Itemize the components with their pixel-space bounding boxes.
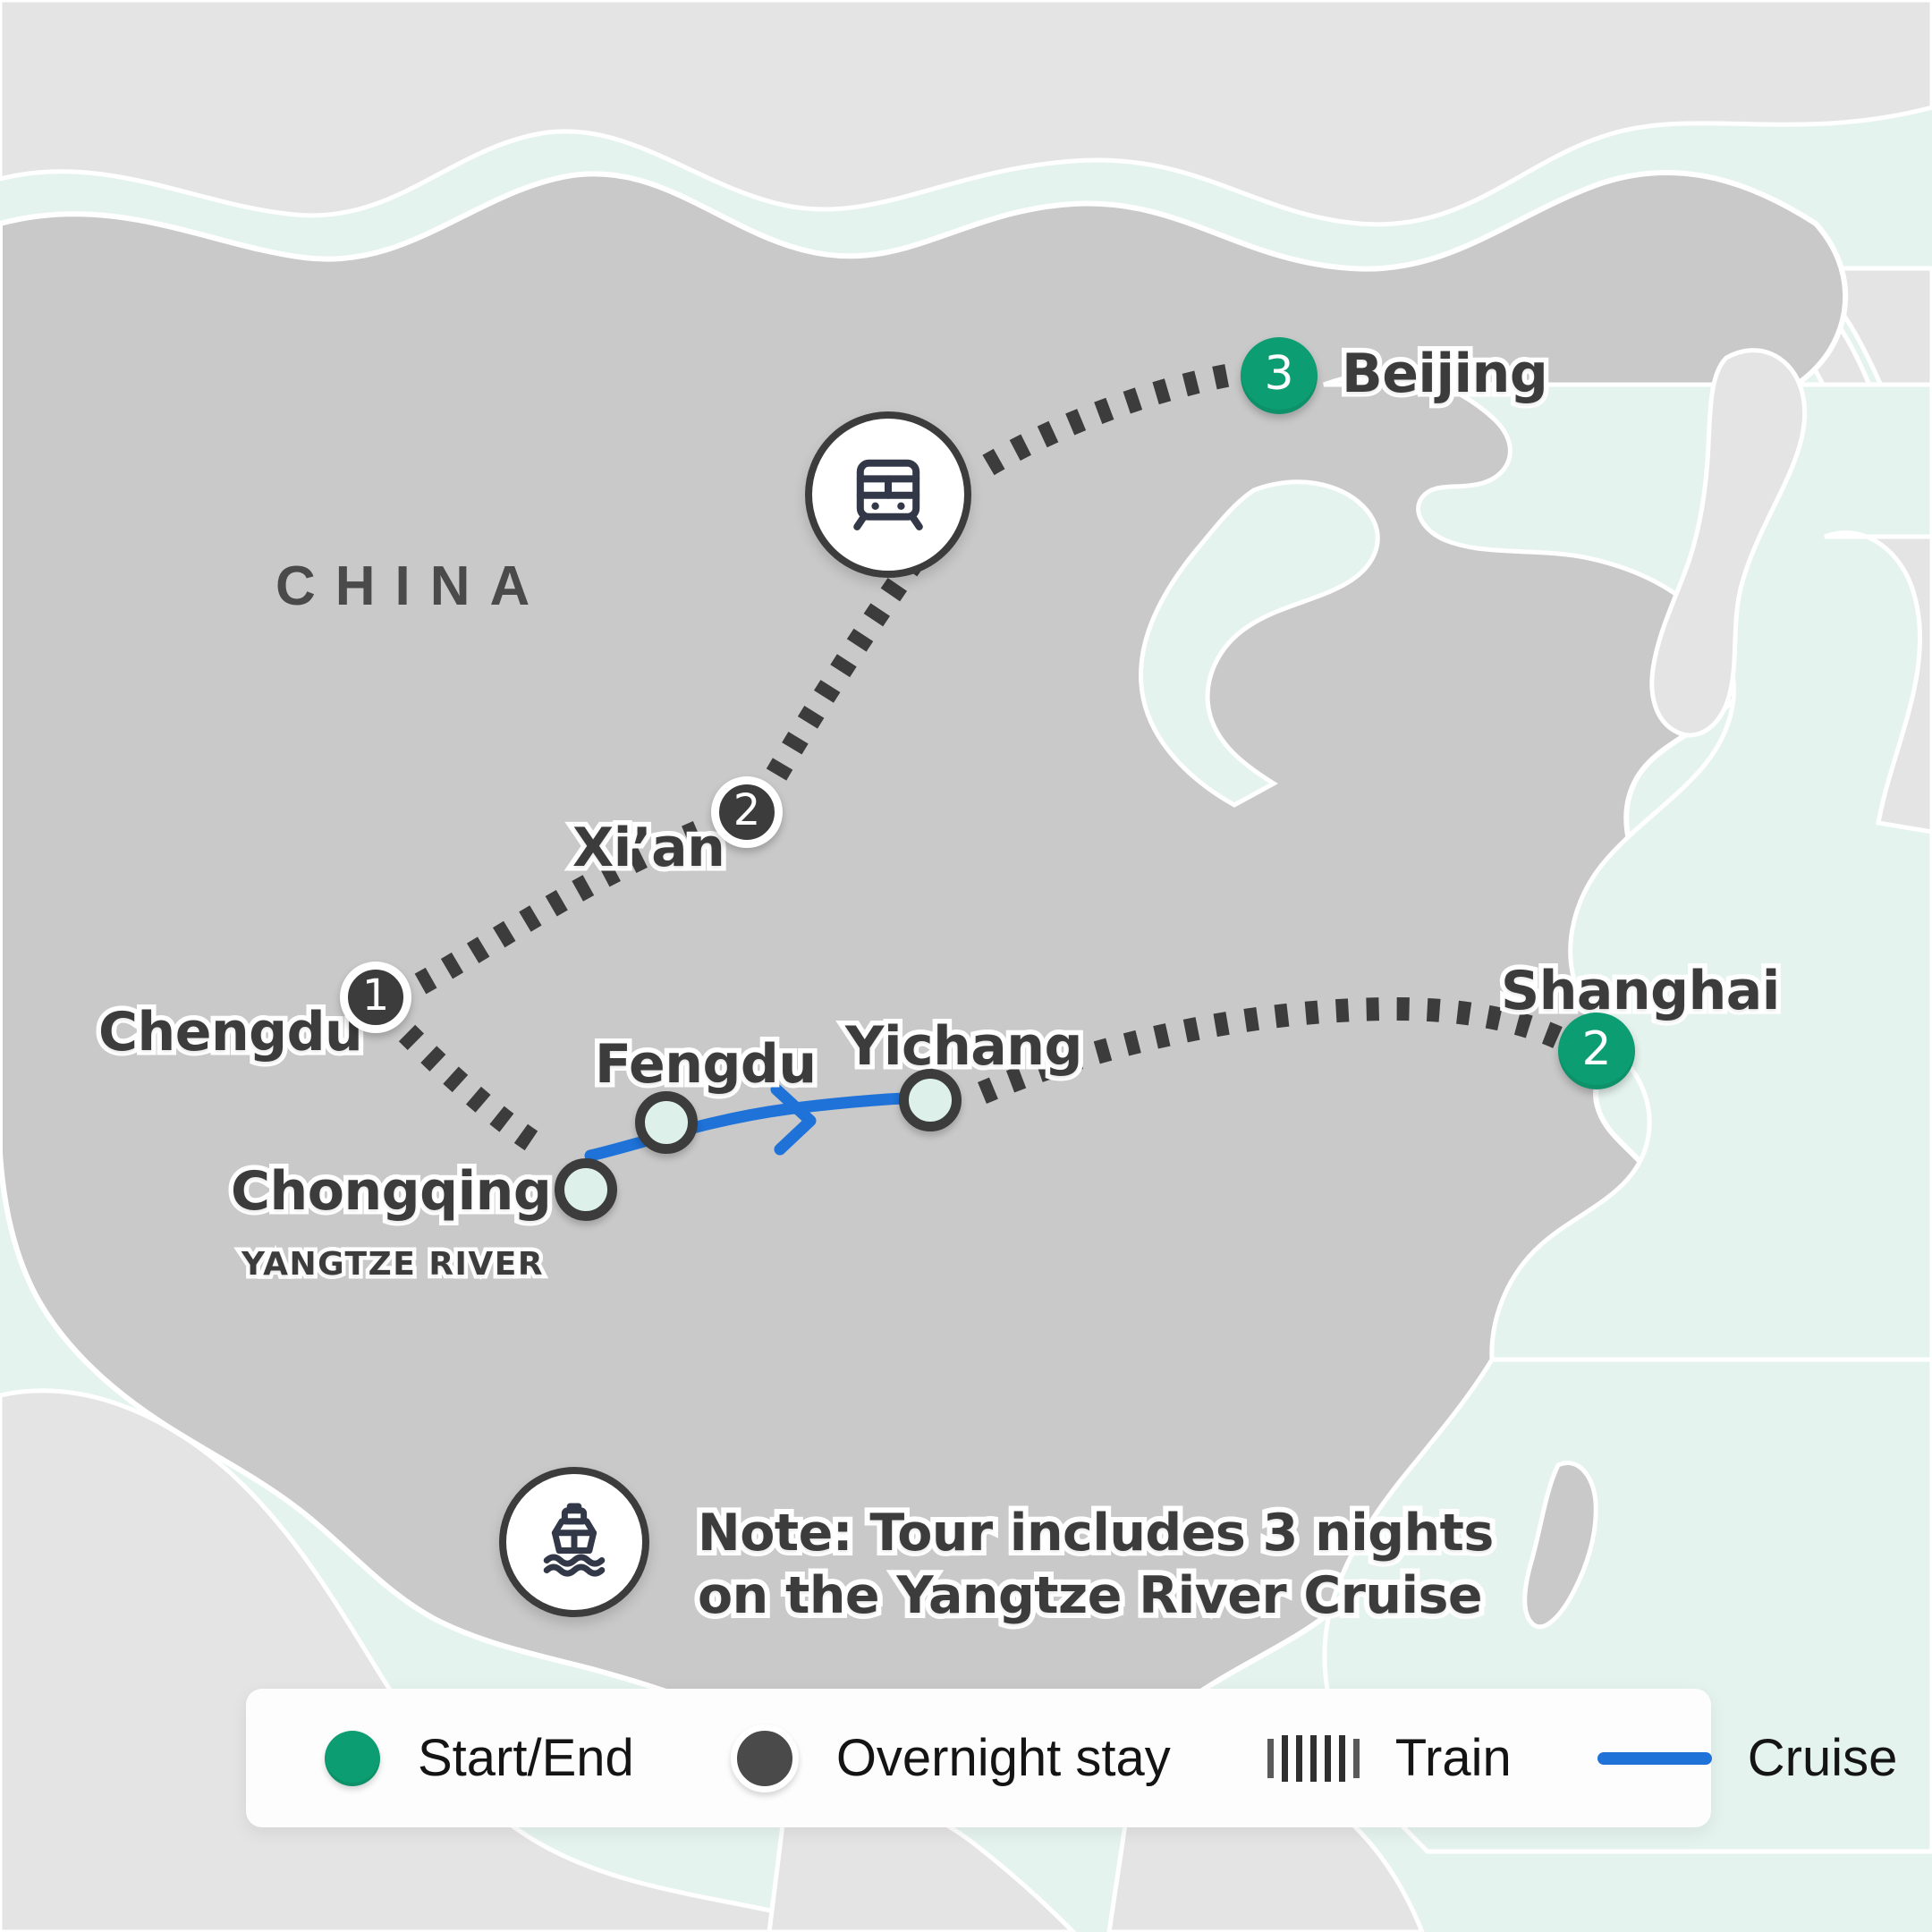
legend-label-start-end: Start/End bbox=[418, 1729, 634, 1787]
cruise-mode-badge bbox=[499, 1467, 649, 1617]
label-beijing: Beijing bbox=[1336, 343, 1553, 406]
start-end-dot-icon bbox=[325, 1730, 380, 1786]
marker-shanghai[interactable]: 2 bbox=[1558, 1013, 1635, 1089]
marker-chengdu[interactable]: 1 bbox=[340, 962, 411, 1033]
marker-xian[interactable]: 2 bbox=[711, 776, 783, 848]
cruise-direction-arrow bbox=[770, 1083, 817, 1156]
marker-beijing-nights: 3 bbox=[1264, 347, 1294, 401]
train-route-layer bbox=[398, 362, 1579, 1153]
marker-yichang[interactable] bbox=[899, 1069, 962, 1131]
legend-item-train[interactable]: Train bbox=[1267, 1728, 1512, 1788]
legend-label-cruise: Cruise bbox=[1747, 1729, 1898, 1787]
label-shanghai: Shanghai bbox=[1496, 960, 1785, 1023]
ship-icon bbox=[543, 1503, 606, 1577]
marker-chongqing[interactable] bbox=[555, 1158, 617, 1221]
legend-item-cruise[interactable]: Cruise bbox=[1597, 1728, 1898, 1788]
label-yangtze-river: YANGTZE RIVER bbox=[237, 1244, 547, 1284]
map-legend: Start/End Overnight stay Train Cruise bbox=[246, 1689, 1897, 1827]
overnight-dot-icon bbox=[730, 1724, 799, 1792]
label-yichang: Yichang bbox=[841, 1015, 1088, 1079]
label-chengdu: Chengdu bbox=[93, 1001, 368, 1064]
legend-label-overnight: Overnight stay bbox=[835, 1729, 1171, 1787]
train-dashes-icon bbox=[1267, 1734, 1360, 1782]
train-route-yichang-shanghai bbox=[977, 996, 1579, 1104]
label-fengdu: Fengdu bbox=[590, 1033, 822, 1097]
label-chongqing: Chongqing bbox=[225, 1160, 556, 1224]
legend-label-train: Train bbox=[1394, 1729, 1512, 1787]
country-label-china: CHINA bbox=[275, 555, 550, 617]
blue-line-icon bbox=[1597, 1751, 1712, 1765]
cruise-route-layer bbox=[584, 1083, 911, 1162]
train-icon bbox=[853, 459, 923, 530]
train-mode-badge bbox=[805, 411, 971, 578]
marker-fengdu[interactable] bbox=[635, 1091, 698, 1154]
marker-shanghai-nights: 2 bbox=[1581, 1022, 1612, 1076]
legend-item-overnight[interactable]: Overnight stay bbox=[730, 1724, 1171, 1792]
marker-chengdu-nights: 1 bbox=[361, 970, 390, 1021]
marker-xian-nights: 2 bbox=[733, 785, 761, 835]
label-xian: Xi’an bbox=[567, 817, 730, 880]
train-route-chengdu-xian bbox=[414, 821, 703, 995]
marker-beijing[interactable]: 3 bbox=[1241, 337, 1318, 414]
cruise-note: Note: Tour includes 3 nights on the Yang… bbox=[692, 1498, 1499, 1631]
train-route-badge-beijing bbox=[982, 362, 1239, 476]
legend-item-start-end[interactable]: Start/End bbox=[325, 1728, 634, 1788]
